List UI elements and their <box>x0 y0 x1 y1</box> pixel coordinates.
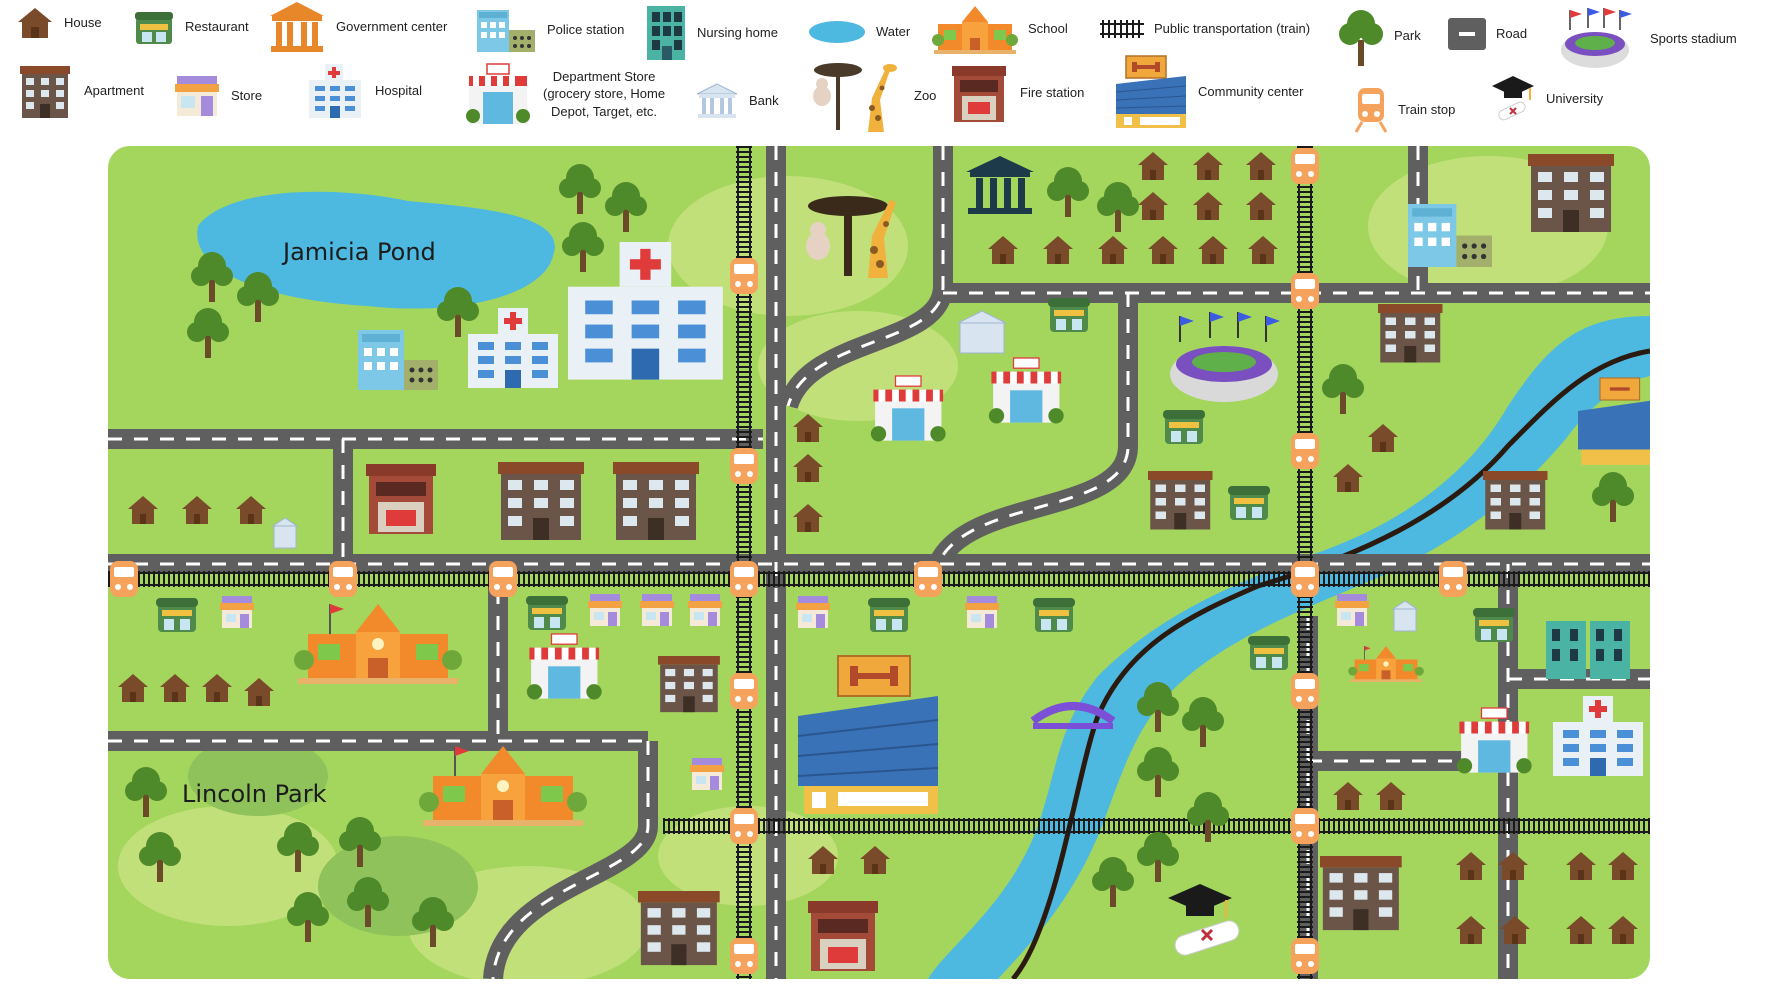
legend-item-train: Public transportation (train) <box>1100 20 1310 38</box>
apartment-icon <box>20 66 70 118</box>
sports-stadium-icon <box>1561 8 1632 68</box>
fire-station-icon <box>952 66 1006 122</box>
legend-item-apartment: Apartment <box>16 62 144 120</box>
legend-label-police-station: Police station <box>547 22 625 38</box>
legend-item-store: Store <box>173 74 262 118</box>
legend-label-apartment: Apartment <box>84 83 144 99</box>
legend-item-restaurant: Restaurant <box>133 8 249 46</box>
legend-label-school: School <box>1028 21 1068 37</box>
legend-label-zoo: Zoo <box>914 88 937 104</box>
road-icon <box>1448 18 1486 50</box>
legend-item-road: Road <box>1448 18 1527 50</box>
park-label: Lincoln Park <box>182 780 327 808</box>
government-center <box>966 156 1034 214</box>
legend-item-sports-stadium: Sports stadium <box>1558 6 1737 72</box>
legend-label-government-center: Government center <box>336 19 448 35</box>
water-icon <box>809 21 865 43</box>
legend-label-store: Store <box>231 88 263 104</box>
legend-label-restaurant: Restaurant <box>185 19 249 35</box>
house-icon <box>18 8 52 38</box>
legend-item-hospital: Hospital <box>305 62 422 120</box>
legend-item-nursing-home: Nursing home <box>645 4 778 62</box>
government-center-icon <box>270 2 324 52</box>
legend-item-bank: Bank <box>695 82 779 120</box>
legend-label-bank: Bank <box>749 93 779 109</box>
hospital-icon <box>309 64 361 118</box>
legend-item-park: Park <box>1338 6 1421 66</box>
legend-item-community-center: Community center <box>1114 54 1303 130</box>
legend-label-university: University <box>1546 91 1604 107</box>
legend-item-university: University <box>1490 74 1603 124</box>
legend-item-police-station: Police station <box>475 6 624 54</box>
legend-label-fire-station: Fire station <box>1020 85 1085 101</box>
banks <box>271 310 1419 632</box>
train-track-icon <box>1100 20 1144 38</box>
department-store-icon <box>466 63 530 124</box>
legend-item-government-center: Government center <box>268 0 447 54</box>
legend-label-sports-stadium: Sports stadium <box>1650 31 1737 47</box>
legend-item-house: House <box>16 6 102 40</box>
train-stop-icon <box>1354 88 1388 133</box>
university-icon <box>1492 76 1534 121</box>
legend-label-community-center: Community center <box>1198 84 1304 100</box>
legend-label-park: Park <box>1394 28 1421 44</box>
city-map: Jamicia Pond Lincoln Park <box>108 146 1650 979</box>
legend-label-nursing-home: Nursing home <box>697 25 778 41</box>
legend-item-zoo: Zoo <box>808 58 936 134</box>
legend-item-water: Water <box>808 20 910 44</box>
school-icon <box>932 6 1018 54</box>
nursing-home-icon <box>647 6 685 60</box>
legend-label-road: Road <box>1496 26 1528 42</box>
nursing-homes <box>1546 621 1630 679</box>
community-center-icon <box>1115 55 1187 128</box>
legend-label-department-store: Department Store (grocery store, Home De… <box>543 68 666 119</box>
legend-label-house: House <box>64 15 102 31</box>
park-tree-icon <box>1339 10 1383 66</box>
legend-item-fire-station: Fire station <box>948 62 1084 124</box>
legend-label-train-stop: Train stop <box>1398 102 1456 118</box>
community-centers <box>797 377 1650 814</box>
zoo-icon <box>813 63 897 132</box>
restaurant-icon <box>135 12 173 44</box>
legend-label-water: Water <box>876 24 911 40</box>
map-legend: House Restaurant Government center <box>0 0 1784 140</box>
legend-item-school: School <box>932 2 1068 56</box>
pond-label: Jamicia Pond <box>283 238 436 266</box>
university <box>1168 884 1240 956</box>
river-bank <box>1011 348 1650 979</box>
store-icon <box>175 76 219 116</box>
bridge <box>1030 702 1116 729</box>
legend-label-train: Public transportation (train) <box>1154 21 1311 37</box>
sports-stadium <box>1170 312 1280 402</box>
zoo <box>806 196 896 278</box>
city-map-canvas <box>108 146 1650 979</box>
legend-item-train-stop: Train stop <box>1354 86 1455 134</box>
police-station-icon <box>477 10 535 52</box>
legend-label-hospital: Hospital <box>375 83 422 99</box>
bank-icon <box>696 83 738 118</box>
legend-item-department-store: Department Store (grocery store, Home De… <box>463 62 665 126</box>
jamicia-pond <box>197 191 555 309</box>
